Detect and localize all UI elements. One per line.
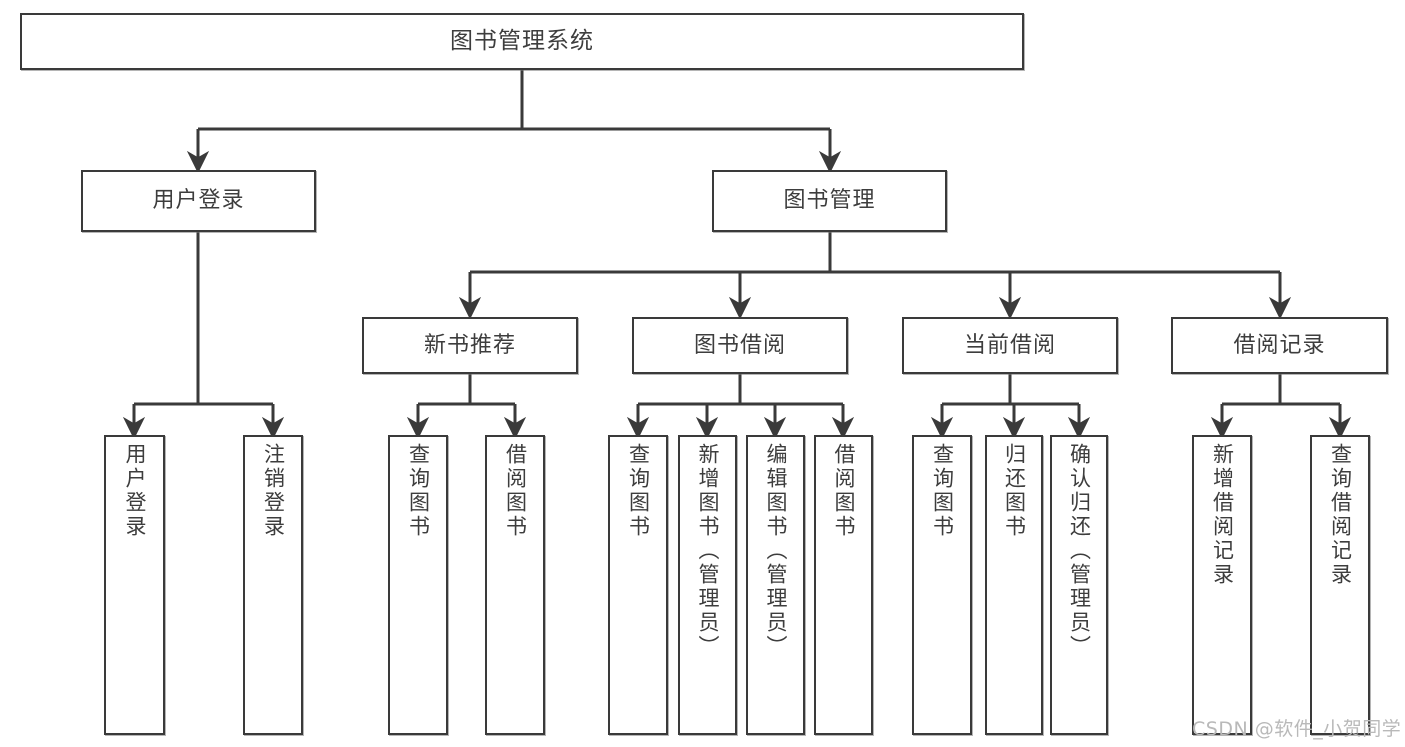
node-new-book-recommend[interactable]: 新书推荐 (362, 317, 578, 374)
node-label: 用户登录 (123, 443, 147, 539)
node-label: 借阅图书 (832, 443, 856, 539)
node-leaf-borrow-book-1[interactable]: 借阅图书 (485, 435, 545, 735)
node-label: 新增借阅记录 (1210, 443, 1235, 587)
edge-bookborrow-to-leaves (626, 374, 855, 440)
node-leaf-add-book[interactable]: 新增图书（管理员） (678, 435, 737, 735)
node-leaf-edit-book[interactable]: 编辑图书（管理员） (746, 435, 805, 735)
node-label: 借阅图书 (503, 443, 528, 539)
node-label: 借阅记录 (1233, 332, 1326, 358)
node-leaf-logout[interactable]: 注销登录 (243, 435, 303, 735)
node-label: 查询图书 (406, 443, 431, 539)
node-label: 图书借阅 (693, 332, 786, 358)
node-label: 新增图书（管理员） (696, 443, 720, 659)
edge-root-to-level2 (186, 70, 842, 174)
node-label: 查询图书 (626, 443, 651, 539)
node-leaf-query-book-1[interactable]: 查询图书 (388, 435, 448, 735)
node-leaf-return-book[interactable]: 归还图书 (985, 435, 1043, 735)
edge-bookmanage-to-level3 (458, 232, 1292, 320)
node-label: 图书管理 (783, 188, 876, 214)
node-book-borrow[interactable]: 图书借阅 (632, 317, 848, 374)
node-label: 编辑图书（管理员） (764, 443, 788, 659)
edge-newbook-to-leaves (406, 374, 527, 440)
node-leaf-user-login[interactable]: 用户登录 (104, 435, 165, 735)
node-label: 查询借阅记录 (1328, 443, 1353, 587)
edge-userlogin-to-leaves (122, 232, 285, 440)
node-book-manage[interactable]: 图书管理 (712, 170, 947, 232)
edge-currentborrow-to-leaves (930, 374, 1091, 440)
node-leaf-query-record[interactable]: 查询借阅记录 (1310, 435, 1370, 735)
node-leaf-query-book-2[interactable]: 查询图书 (608, 435, 668, 735)
node-leaf-add-record[interactable]: 新增借阅记录 (1192, 435, 1252, 735)
node-leaf-borrow-book-2[interactable]: 借阅图书 (814, 435, 873, 735)
node-borrow-record[interactable]: 借阅记录 (1171, 317, 1388, 374)
node-root-system[interactable]: 图书管理系统 (20, 13, 1024, 70)
node-label: 新书推荐 (423, 332, 516, 358)
node-leaf-query-book-3[interactable]: 查询图书 (912, 435, 972, 735)
edge-borrowrecord-to-leaves (1210, 374, 1352, 440)
node-label: 查询图书 (930, 443, 955, 539)
watermark-text: CSDN @软件_小贺同学 (1192, 718, 1402, 740)
node-label: 归还图书 (1002, 443, 1027, 539)
node-label: 确认归还（管理员） (1067, 443, 1092, 659)
node-label: 用户登录 (152, 188, 245, 214)
node-current-borrow[interactable]: 当前借阅 (902, 317, 1118, 374)
node-label: 当前借阅 (963, 332, 1056, 358)
node-label: 注销登录 (261, 443, 286, 539)
node-user-login[interactable]: 用户登录 (81, 170, 316, 232)
node-leaf-confirm-return[interactable]: 确认归还（管理员） (1050, 435, 1108, 735)
node-label: 图书管理系统 (450, 28, 594, 55)
